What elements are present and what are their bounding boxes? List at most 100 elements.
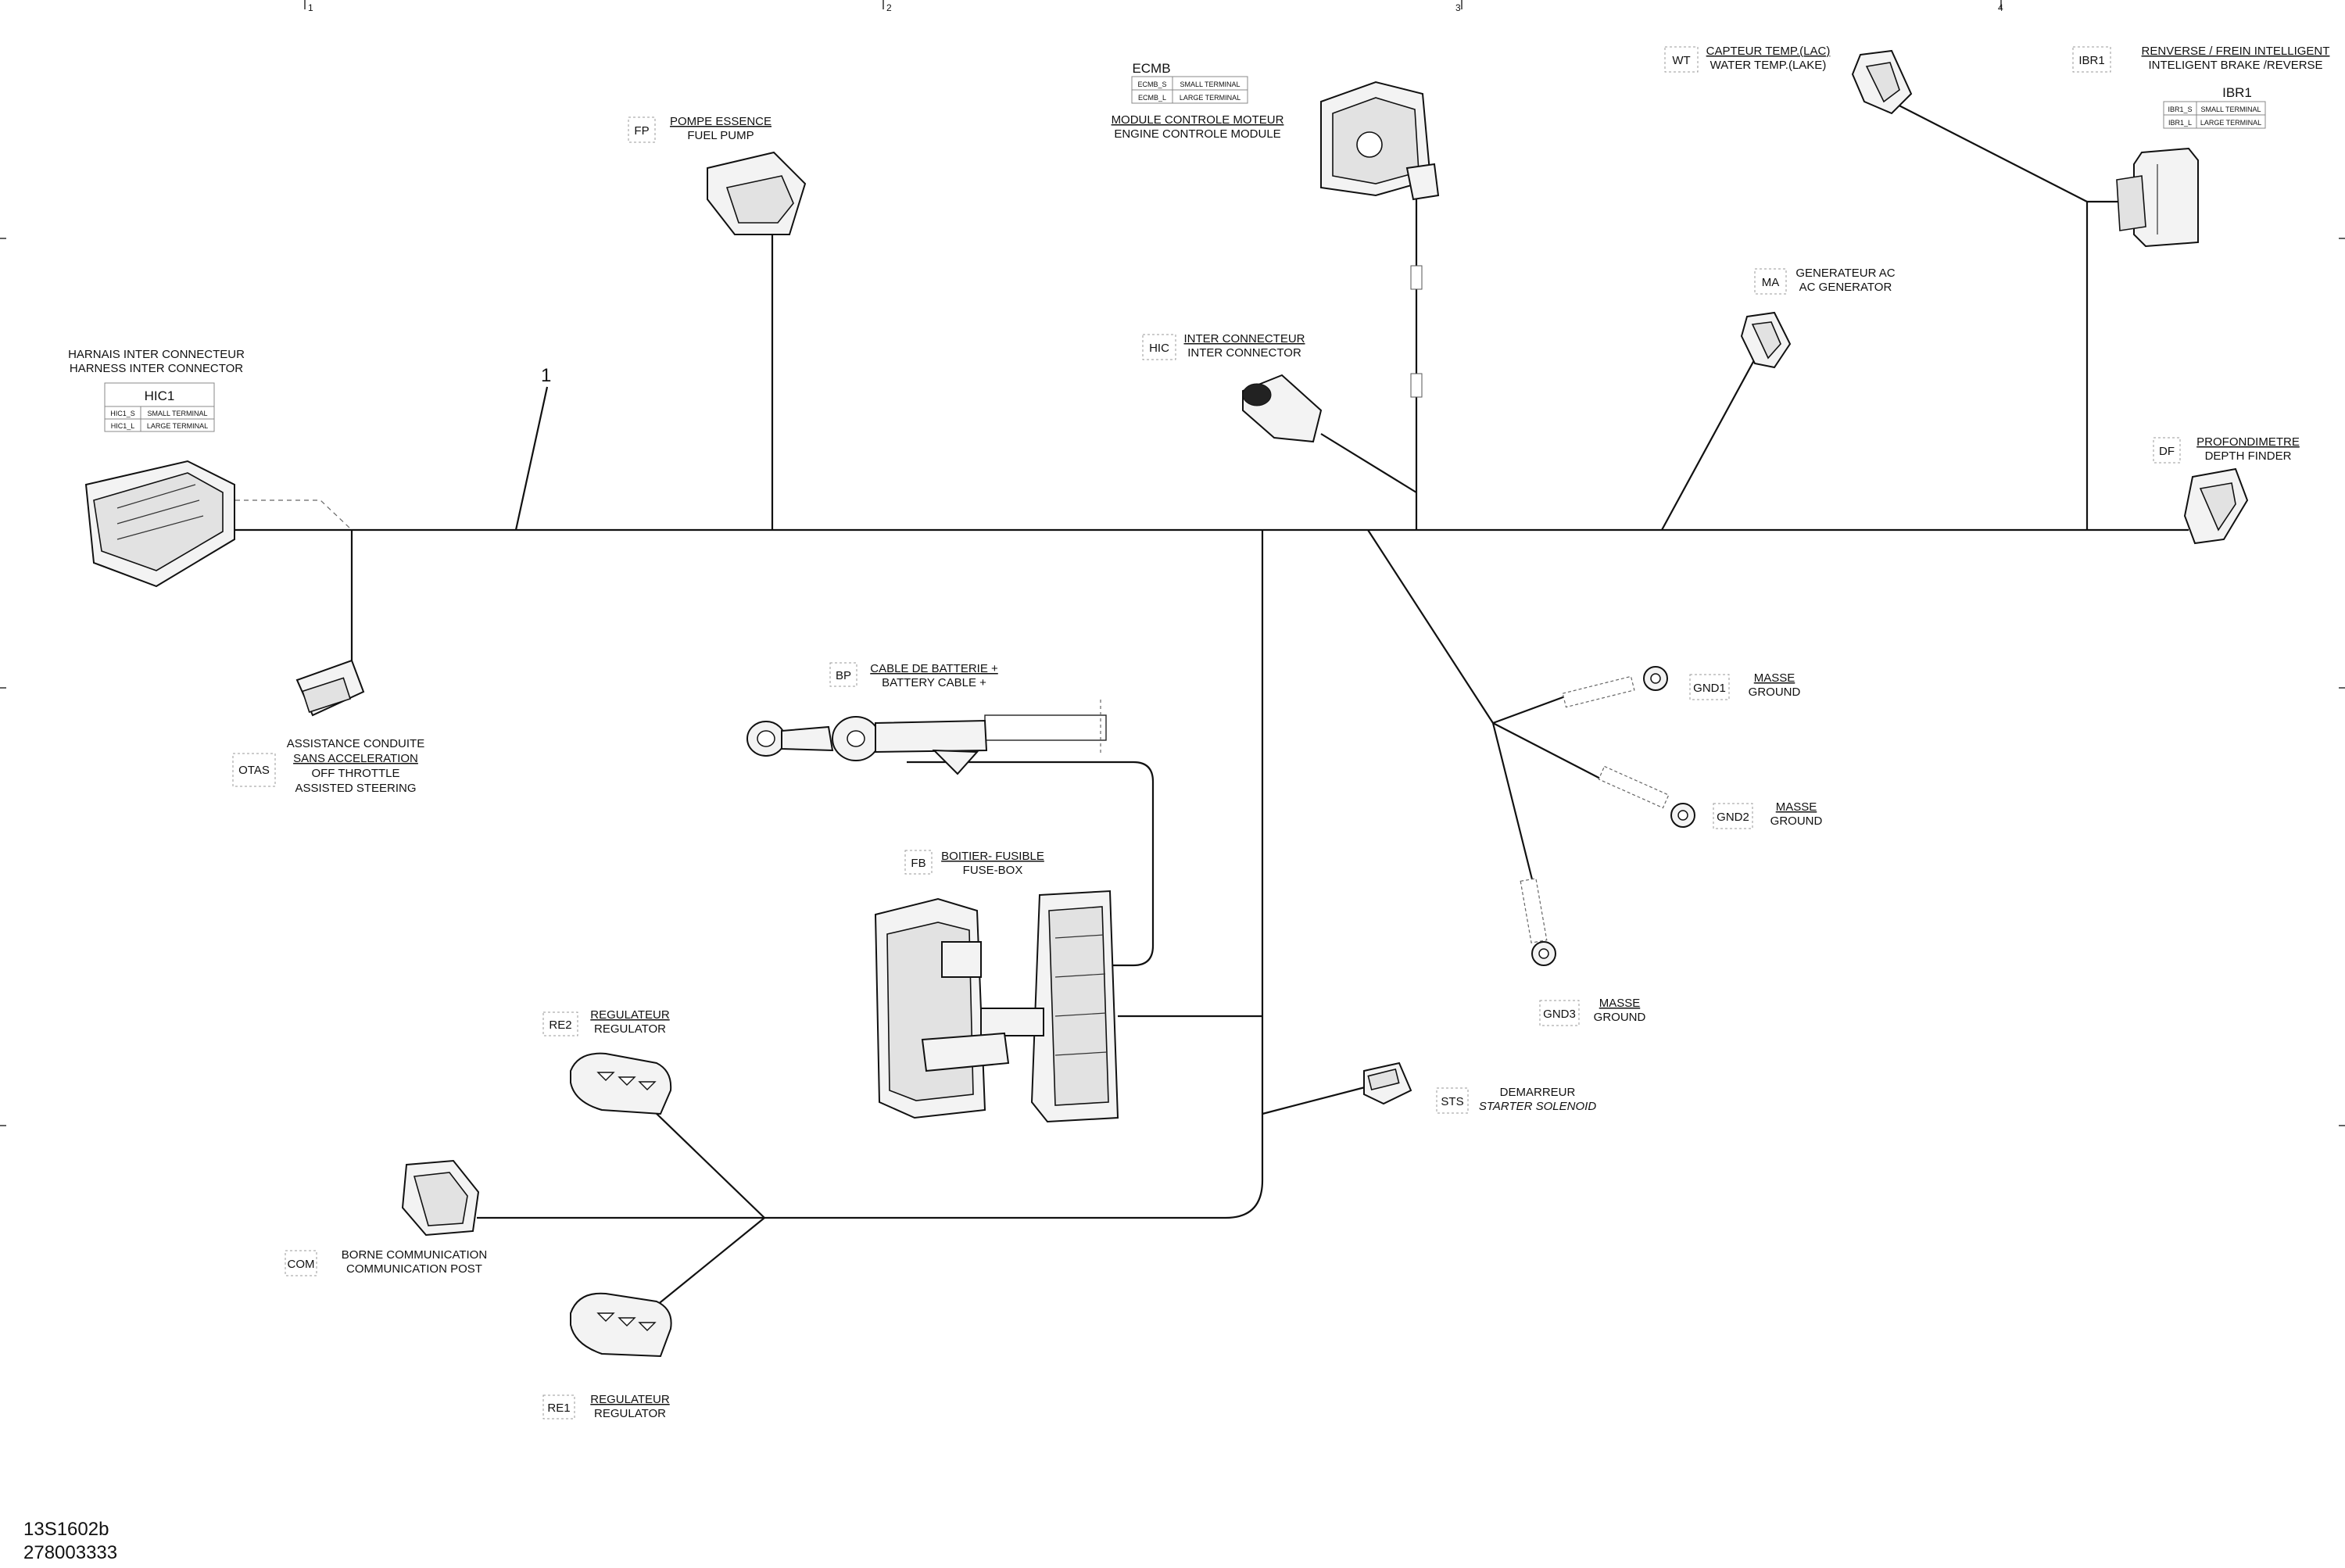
otas-connector-icon [295,659,365,717]
fuse-box-icon [874,890,1119,1123]
ecmb-row2-id: ECMB_L [1138,94,1166,102]
fb-label-fr: BOITIER- FUSIBLE [941,850,1044,863]
gnd1-label-fr: MASSE [1754,671,1795,685]
border-ticks: 1 2 3 4 [0,0,2345,1126]
connector-df[interactable]: DF PROFONDIMETRE DEPTH FINDER [2153,435,2300,545]
fb-code: FB [911,857,925,870]
bp-label-en: BATTERY CABLE + [882,676,986,689]
border-tick-4: 4 [1998,2,2003,13]
gnd3-ring-terminal-icon [1520,878,1556,966]
hic1-row2-desc: LARGE TERMINAL [147,422,208,430]
connector-re1[interactable]: RE1 REGULATEUR REGULATOR [542,1292,672,1420]
connector-ecmb[interactable]: ECMB ECMB_S SMALL TERMINAL ECMB_L LARGE … [1112,61,1440,201]
border-tick-2: 2 [886,2,892,13]
ma-code: MA [1762,276,1780,289]
df-label-en: DEPTH FINDER [2205,449,2292,463]
re2-code: RE2 [549,1018,571,1032]
wt-branch-wire [1883,97,2088,202]
ecmb-row2-desc: LARGE TERMINAL [1180,94,1241,102]
ecmb-label-en: ENGINE CONTROLE MODULE [1114,127,1280,141]
hic1-label-en: HARNESS INTER CONNECTOR [70,362,243,375]
ibr1-label-en: INTELIGENT BRAKE /REVERSE [2148,59,2322,72]
gnd2-label-en: GROUND [1770,814,1823,828]
connector-sts[interactable]: STS DEMARREUR STARTER SOLENOID [1363,1061,1596,1114]
connector-fb[interactable]: FB BOITIER- FUSIBLE FUSE-BOX [874,850,1119,1123]
connector-wt[interactable]: WT CAPTEUR TEMP.(LAC) WATER TEMP.(LAKE) [1664,45,1913,115]
connector-hic[interactable]: HIC INTER CONNECTEUR INTER CONNECTOR [1142,332,1323,443]
sts-label-en: STARTER SOLENOID [1479,1100,1596,1113]
gnd3-label-en: GROUND [1594,1011,1646,1024]
ecmb-label-fr: MODULE CONTROLE MOTEUR [1112,113,1284,127]
com-connector-icon [401,1159,480,1237]
drawing-ref-2: 278003333 [23,1542,117,1563]
connector-ibr1[interactable]: IBR1 RENVERSE / FREIN INTELLIGENT INTELI… [2072,45,2330,248]
callout-leader [514,386,549,531]
connector-re2[interactable]: RE2 REGULATEUR REGULATOR [542,1008,672,1115]
sts-connector-icon [1363,1061,1412,1105]
gnd1-wire [1492,694,1568,725]
otas-line-1: ASSISTANCE CONDUITE [287,737,424,750]
connector-fp[interactable]: FP POMPE ESSENCE FUEL PUMP [628,115,807,235]
ecmb-row1-desc: SMALL TERMINAL [1180,81,1240,88]
gnd2-wire [1492,722,1607,782]
lower-loop-wire [764,530,1264,1219]
ibr1-row1-id: IBR1_S [2168,106,2192,113]
connector-gnd2[interactable]: GND2 MASSE GROUND [1598,765,1823,829]
hic-code: HIC [1149,342,1169,355]
fp-code: FP [634,124,649,138]
hic1-label-fr: HARNAIS INTER CONNECTEUR [68,348,245,361]
hic-label-en: INTER CONNECTOR [1187,346,1301,360]
otas-line-4: ASSISTED STEERING [295,782,416,795]
ibr1-row2-desc: LARGE TERMINAL [2200,119,2261,127]
connector-bp[interactable]: BP CABLE DE BATTERIE + BATTERY CABLE + [746,662,1107,775]
hic1-connector-icon [84,460,235,588]
fp-label-fr: POMPE ESSENCE [670,115,772,128]
re1-code: RE1 [547,1402,570,1415]
fb-label-en: FUSE-BOX [963,864,1023,877]
wt-label-en: WATER TEMP.(LAKE) [1710,59,1827,72]
otas-line-3: OFF THROTTLE [311,767,399,780]
ma-label-en: AC GENERATOR [1799,281,1892,294]
connector-com[interactable]: COM BORNE COMMUNICATION COMMUNICATION PO… [285,1159,487,1276]
connector-hic1[interactable]: HARNAIS INTER CONNECTEUR HARNESS INTER C… [68,348,245,588]
sts-label-fr: DEMARREUR [1500,1086,1576,1099]
connector-otas[interactable]: OTAS ASSISTANCE CONDUITE SANS ACCELERATI… [232,659,424,795]
connector-gnd1[interactable]: GND1 MASSE GROUND [1562,666,1800,708]
re1-label-fr: REGULATEUR [590,1393,670,1406]
df-connector-icon [2183,467,2249,545]
wt-label-fr: CAPTEUR TEMP.(LAC) [1706,45,1831,58]
connector-ma[interactable]: MA GENERATEUR AC AC GENERATOR [1740,267,1896,369]
ibr1-connector-icon [2116,147,2199,248]
ibr1-row2-id: IBR1_L [2168,119,2192,127]
re1-connector-icon [570,1292,672,1358]
gnd3-code: GND3 [1543,1008,1576,1021]
df-code: DF [2159,445,2175,458]
ecmb-code: ECMB [1132,61,1170,76]
bp-code: BP [836,669,851,682]
connector-gnd3[interactable]: GND3 MASSE GROUND [1520,878,1646,1026]
ibr1-label-fr: RENVERSE / FREIN INTELLIGENT [2142,45,2330,58]
battery-cable-icon [746,700,1107,775]
ibr1-code: IBR1 [2078,54,2104,67]
otas-line-2: SANS ACCELERATION [293,752,418,765]
hic-connector-icon [1242,374,1323,443]
gnd3-label-fr: MASSE [1599,997,1641,1010]
callout-number: 1 [541,365,551,386]
battery-loop-wire [907,761,1155,967]
hic1-row1-id: HIC1_S [110,410,135,417]
re1-wire [656,1217,765,1306]
sts-code: STS [1441,1095,1463,1108]
hic-label-fr: INTER CONNECTEUR [1183,332,1305,345]
fp-connector-icon [707,151,807,235]
ibr1-branch-wire [2085,200,2118,530]
hic1-row1-desc: SMALL TERMINAL [147,410,207,417]
re2-label-fr: REGULATEUR [590,1008,670,1022]
sts-branch-wire [1262,1085,1369,1115]
gnd2-label-fr: MASSE [1776,800,1817,814]
gnd1-ring-terminal-icon [1562,666,1668,708]
ibr1-row1-desc: SMALL TERMINAL [2200,106,2261,113]
re2-label-en: REGULATOR [594,1022,666,1036]
wt-code: WT [1672,54,1690,67]
ma-branch-wire [1661,351,1760,531]
